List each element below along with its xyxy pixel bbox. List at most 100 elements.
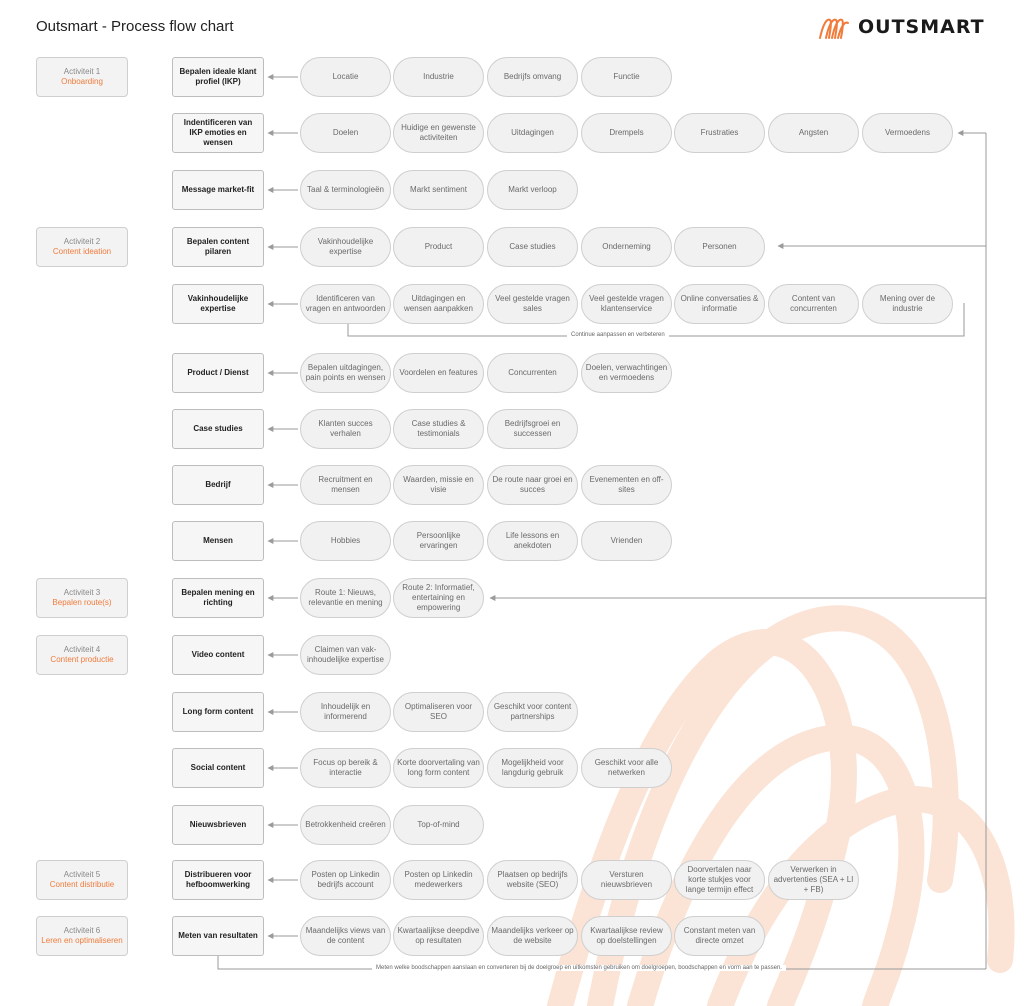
detail-pill: Verwerken in advertenties (SEA + LI + FB…	[768, 860, 859, 900]
page-title: Outsmart - Process flow chart	[36, 18, 234, 35]
activity-label: Activiteit 4	[63, 645, 101, 654]
detail-pill: Personen	[674, 227, 765, 267]
detail-pill: Korte doorvertaling van long form conten…	[393, 748, 484, 788]
detail-pill: Posten op Linkedin medewerkers	[393, 860, 484, 900]
detail-pill: Plaatsen op bedrijfs website (SEO)	[487, 860, 578, 900]
detail-pill: Bepalen uitdagingen, pain points en wens…	[300, 353, 391, 393]
detail-pill: Mogelijkheid voor langdurig gebruik	[487, 748, 578, 788]
process-step-box: Bepalen mening en richting	[172, 578, 264, 618]
detail-pill: Versturen nieuwsbrieven	[581, 860, 672, 900]
detail-pill: Voordelen en features	[393, 353, 484, 393]
process-step-box: Video content	[172, 635, 264, 675]
detail-pill: Doelen	[300, 113, 391, 153]
detail-pill: Constant meten van directe omzet	[674, 916, 765, 956]
detail-pill: Content van concurrenten	[768, 284, 859, 324]
detail-pill: Veel gestelde vragen sales	[487, 284, 578, 324]
activity-label: Activiteit 2	[63, 237, 101, 246]
detail-pill: Vermoedens	[862, 113, 953, 153]
detail-pill: Kwartaalijkse deepdive op resultaten	[393, 916, 484, 956]
detail-pill: Posten op Linkedin bedrijfs account	[300, 860, 391, 900]
detail-pill: Product	[393, 227, 484, 267]
detail-pill: Maandelijks verkeer op de website	[487, 916, 578, 956]
detail-pill: Bedrijfs omvang	[487, 57, 578, 97]
detail-pill: Taal & terminologieën	[300, 170, 391, 210]
detail-pill: Huidige en gewenste activiteiten	[393, 113, 484, 153]
process-step-box: Nieuwsbrieven	[172, 805, 264, 845]
detail-pill: Markt sentiment	[393, 170, 484, 210]
detail-pill: Inhoudelijk en informerend	[300, 692, 391, 732]
activity-name: Leren en optimaliseren	[41, 936, 123, 945]
detail-pill: Betrokkenheid creëren	[300, 805, 391, 845]
detail-pill: Locatie	[300, 57, 391, 97]
detail-pill: Geschikt voor alle netwerken	[581, 748, 672, 788]
detail-pill: Recruitment en mensen	[300, 465, 391, 505]
activity-name: Content distributie	[49, 880, 115, 889]
detail-pill: Industrie	[393, 57, 484, 97]
activity-label: Activiteit 6	[63, 926, 101, 935]
activity-label: Activiteit 1	[63, 67, 101, 76]
detail-pill: Drempels	[581, 113, 672, 153]
detail-pill: Onderneming	[581, 227, 672, 267]
detail-pill: Klanten succes verhalen	[300, 409, 391, 449]
activity-label: Activiteit 5	[63, 870, 101, 879]
process-step-box: Indentificeren van IKP emoties en wensen	[172, 113, 264, 153]
process-step-box: Bepalen content pilaren	[172, 227, 264, 267]
activity-label: Activiteit 3	[63, 588, 101, 597]
process-step-box: Mensen	[172, 521, 264, 561]
detail-pill: Route 2: Informatief, entertaining en em…	[393, 578, 484, 618]
process-step-box: Vakinhoudelijke expertise	[172, 284, 264, 324]
detail-pill: Geschikt voor content partnerships	[487, 692, 578, 732]
detail-pill: Bedrijfsgroei en successen	[487, 409, 578, 449]
detail-pill: Life lessons en anekdoten	[487, 521, 578, 561]
detail-pill: Doorvertalen naar korte stukjes voor lan…	[674, 860, 765, 900]
detail-pill: Case studies & testimonials	[393, 409, 484, 449]
detail-pill: Identificeren van vragen en antwoorden	[300, 284, 391, 324]
activity-name: Onboarding	[61, 77, 103, 86]
detail-pill: Case studies	[487, 227, 578, 267]
detail-pill: Functie	[581, 57, 672, 97]
outsmart-logo-icon	[819, 18, 849, 39]
process-step-box: Bedrijf	[172, 465, 264, 505]
detail-pill: De route naar groei en succes	[487, 465, 578, 505]
detail-pill: Optimaliseren voor SEO	[393, 692, 484, 732]
detail-pill: Doelen, verwachtingen en vermoedens	[581, 353, 672, 393]
detail-pill: Evenementen en off-sites	[581, 465, 672, 505]
detail-pill: Concurrenten	[487, 353, 578, 393]
detail-pill: Uitdagingen	[487, 113, 578, 153]
detail-pill: Persoonlijke ervaringen	[393, 521, 484, 561]
detail-pill: Claimen van vak-inhoudelijke expertise	[300, 635, 391, 675]
detail-pill: Focus op bereik & interactie	[300, 748, 391, 788]
activity-name: Content ideation	[52, 247, 112, 256]
detail-pill: Angsten	[768, 113, 859, 153]
process-step-box: Long form content	[172, 692, 264, 732]
detail-pill: Hobbies	[300, 521, 391, 561]
detail-pill: Kwartaalijkse review op doelstellingen	[581, 916, 672, 956]
detail-pill: Markt verloop	[487, 170, 578, 210]
process-step-box: Distribueren voor hefboomwerking	[172, 860, 264, 900]
detail-pill: Waarden, missie en visie	[393, 465, 484, 505]
activity-name: Bepalen route(s)	[52, 598, 112, 607]
process-step-box: Case studies	[172, 409, 264, 449]
process-step-box: Product / Dienst	[172, 353, 264, 393]
outsmart-logo: OUTSMART	[818, 14, 985, 40]
detail-pill: Maandelijks views van de content	[300, 916, 391, 956]
detail-pill: Route 1: Nieuws, relevantie en mening	[300, 578, 391, 618]
process-step-box: Meten van resultaten	[172, 916, 264, 956]
process-step-box: Bepalen ideale klant profiel (IKP)	[172, 57, 264, 97]
detail-pill: Vakinhoudelijke expertise	[300, 227, 391, 267]
logo-text: OUTSMART	[858, 16, 985, 38]
process-step-box: Message market-fit	[172, 170, 264, 210]
detail-pill: Vrienden	[581, 521, 672, 561]
detail-pill: Frustraties	[674, 113, 765, 153]
detail-pill: Mening over de industrie	[862, 284, 953, 324]
bottom-note: Meten welke boodschappen aanslaan en con…	[372, 965, 786, 971]
activity-name: Content productie	[50, 655, 114, 664]
detail-pill: Online conversaties & informatie	[674, 284, 765, 324]
